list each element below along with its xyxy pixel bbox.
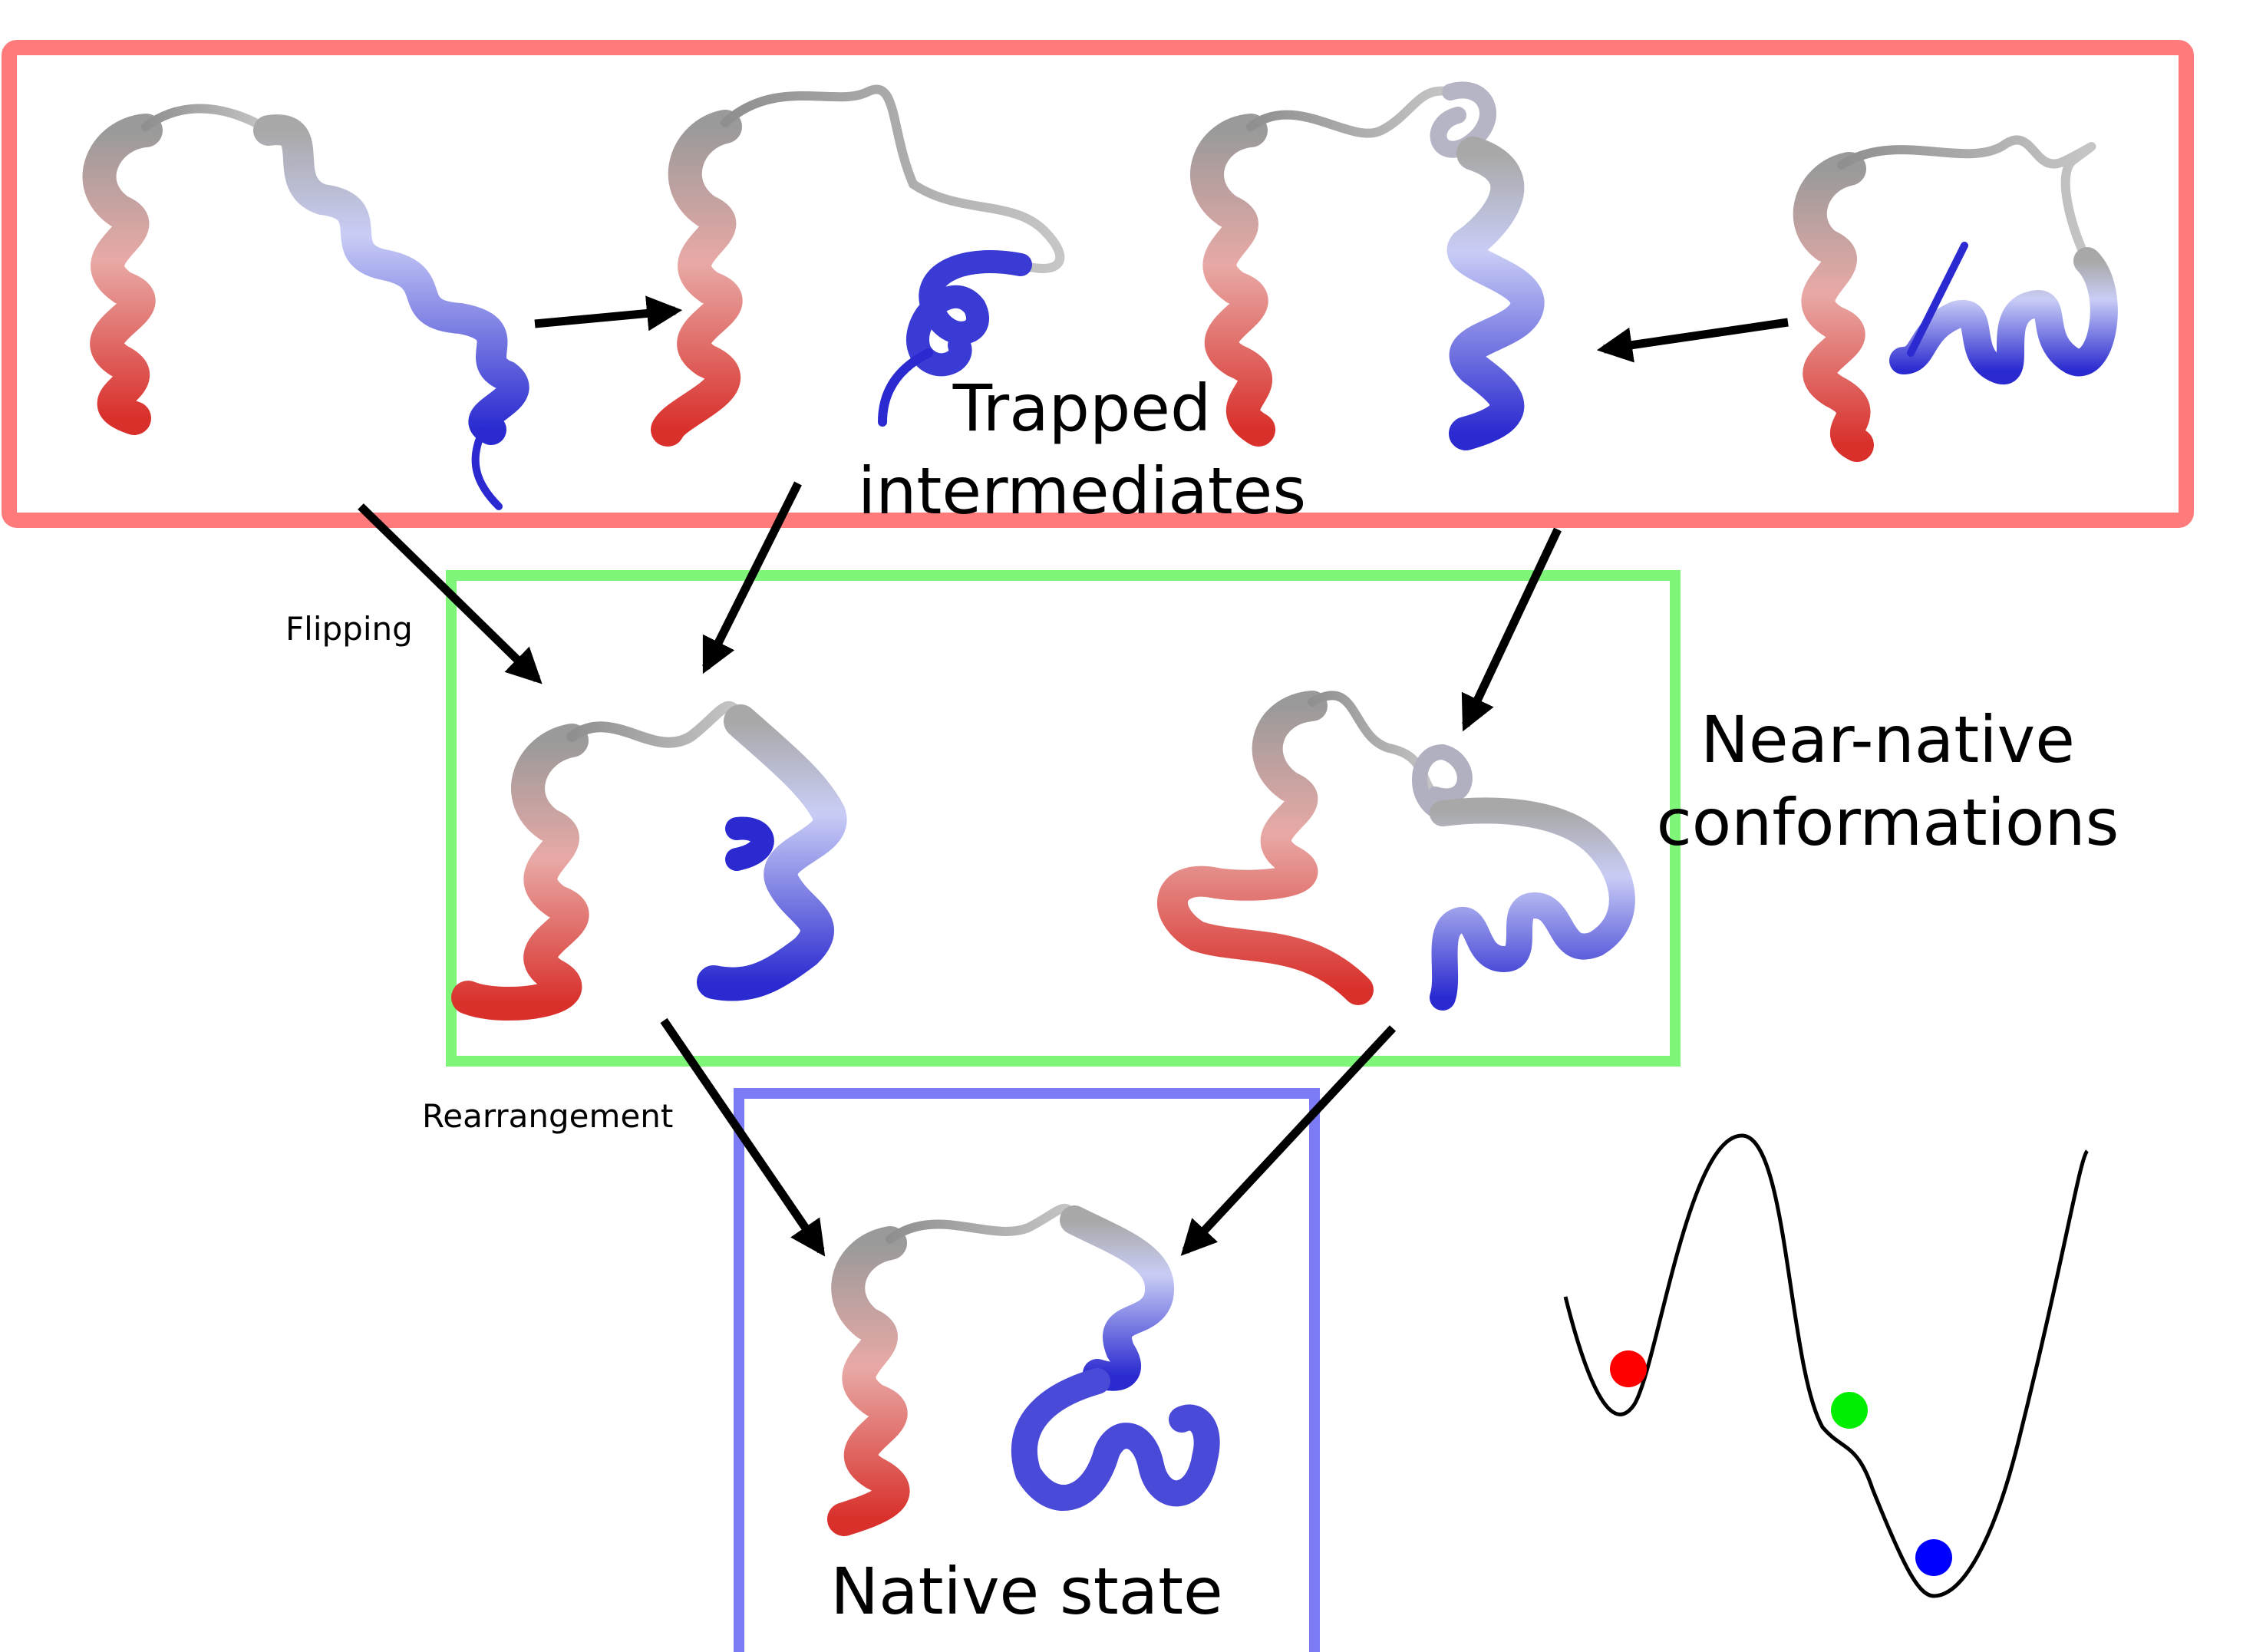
trapped-intermediates-box <box>2 40 2194 528</box>
protein-structure-trapped-3 <box>1190 81 1545 450</box>
protein-structure-trapped-1 <box>82 104 529 510</box>
protein-structure-near-native-2 <box>1157 691 1635 1011</box>
rearrangement-arrow <box>660 1017 826 1257</box>
near-native-label-line1: Near-native <box>1700 702 2075 777</box>
rearrangement-label: Rearrangement <box>422 1097 674 1135</box>
near-native-label: Near-native conformations <box>1642 698 2133 864</box>
flipping-arrow <box>358 503 543 684</box>
protein-structure-native <box>827 1203 1220 1536</box>
near-native-box <box>446 570 1681 1067</box>
trapped-intermediates-label: Trapped intermediates <box>836 367 1328 533</box>
arrow-4-to-3 <box>1596 318 1789 363</box>
protein-structure-trapped-2 <box>651 84 1065 447</box>
arrow-1-to-2 <box>534 295 683 331</box>
arrow-2-to-near-native <box>702 481 802 674</box>
flipping-label: Flipping <box>285 610 413 648</box>
protein-structure-near-native-1 <box>451 701 847 1021</box>
near-native-label-line2: conformations <box>1656 785 2119 860</box>
native-state-label: Native state <box>830 1554 1223 1629</box>
trapped-label-line1: Trapped <box>952 371 1212 446</box>
arrow-near-native-to-native <box>1180 1025 1397 1256</box>
protein-structure-trapped-4 <box>1793 135 2118 462</box>
native-state-ball <box>1915 1539 1952 1576</box>
trapped-label-line2: intermediates <box>857 453 1307 529</box>
near-native-state-ball <box>1831 1392 1868 1429</box>
arrow-3-to-near-native <box>1461 527 1562 732</box>
native-state-box <box>734 1088 1320 1652</box>
energy-landscape-icon <box>1563 1133 2090 1598</box>
trapped-state-ball <box>1610 1350 1647 1387</box>
